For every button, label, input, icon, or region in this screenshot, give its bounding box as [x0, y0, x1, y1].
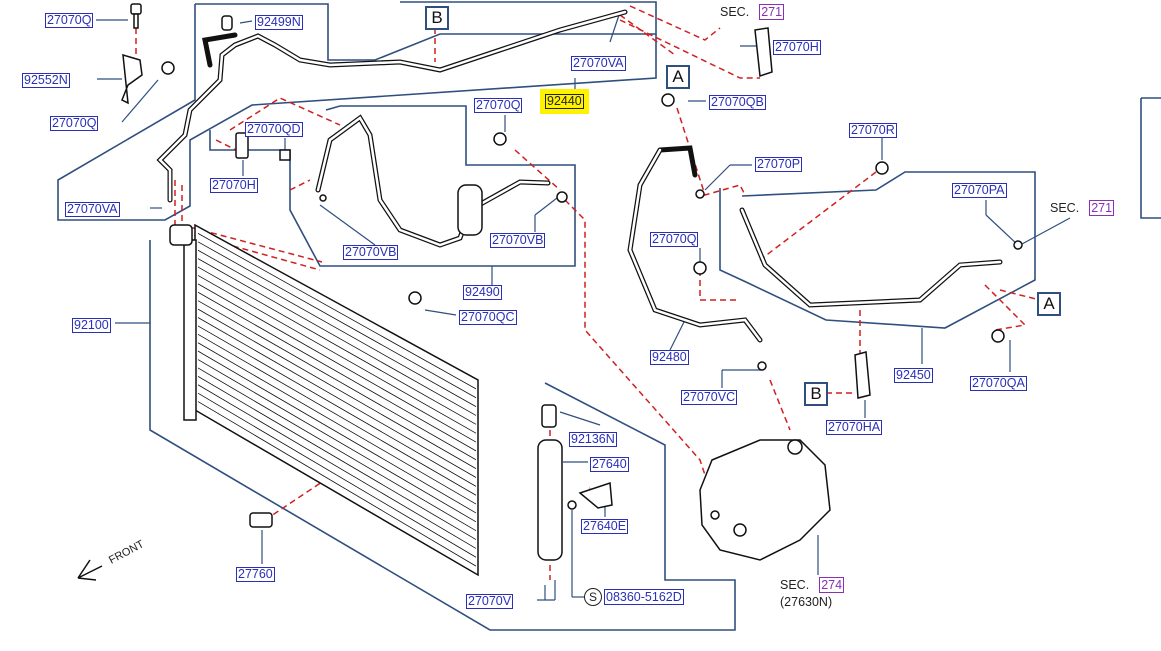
- condenser-fin: [197, 350, 477, 514]
- part-label[interactable]: 92136N: [569, 432, 617, 447]
- part-label[interactable]: 92490: [463, 285, 502, 300]
- part-label[interactable]: 27070PA: [952, 183, 1007, 198]
- compressor: [699, 439, 831, 561]
- part-label[interactable]: 27070P: [755, 157, 803, 172]
- condenser-fin: [197, 258, 477, 416]
- condenser-fin: [197, 241, 477, 399]
- small-parts: [121, 3, 1023, 528]
- condenser-fin: [197, 233, 477, 390]
- condenser: [169, 223, 479, 577]
- part-label[interactable]: 92499N: [255, 15, 303, 30]
- part-label[interactable]: 27070VB: [343, 245, 399, 260]
- part-label[interactable]: 92100: [72, 318, 111, 333]
- condenser-fin: [197, 300, 477, 461]
- sec-number[interactable]: 274: [819, 577, 845, 593]
- part-label[interactable]: 27640E: [581, 519, 629, 534]
- part-label[interactable]: 27070Q: [45, 13, 94, 28]
- ref-box-b: B: [804, 382, 828, 406]
- section-ref-274[interactable]: SEC. 274: [780, 577, 845, 593]
- outline-92440-top: [195, 1, 657, 61]
- part-label[interactable]: 27070H: [773, 40, 821, 55]
- part-label[interactable]: 27070VB: [490, 233, 546, 248]
- condenser-fin: [197, 283, 477, 443]
- part-label[interactable]: 92552N: [22, 73, 70, 88]
- part-label[interactable]: 92480: [650, 350, 689, 365]
- part-label-highlighted[interactable]: 92440: [545, 94, 584, 109]
- condenser-fin: [197, 384, 477, 549]
- part-label[interactable]: 27070V: [466, 594, 514, 609]
- part-label[interactable]: 08360-5162D: [604, 589, 684, 606]
- section-ref-sub: (27630N): [780, 595, 833, 609]
- outline-92100: [149, 240, 736, 631]
- condenser-fin: [197, 359, 477, 523]
- part-label[interactable]: 27760: [236, 567, 275, 582]
- ref-box-a: A: [1037, 292, 1061, 316]
- part-label[interactable]: 27070QA: [970, 376, 1027, 391]
- condenser-fin: [197, 392, 477, 558]
- outline-92490: [209, 105, 576, 267]
- part-label[interactable]: 27070HA: [826, 420, 883, 435]
- s-mark-icon: S: [584, 588, 602, 606]
- part-label[interactable]: 27070QC: [459, 310, 517, 325]
- ref-box-b: B: [425, 6, 449, 30]
- part-label[interactable]: 27070VC: [681, 390, 738, 405]
- group-outlines: [57, 1, 1161, 631]
- outline-92450: [719, 171, 1036, 329]
- sec-number[interactable]: 271: [759, 4, 785, 20]
- outline-partial-right: [1140, 97, 1161, 219]
- part-label[interactable]: 27070H: [210, 178, 258, 193]
- condenser-fin: [197, 376, 477, 540]
- condenser-fin: [197, 401, 477, 567]
- condenser-fin: [197, 308, 477, 469]
- condenser-fin: [197, 275, 477, 434]
- condenser-fin: [197, 333, 477, 496]
- sec-word: SEC.: [780, 578, 810, 592]
- condenser-fin: [197, 249, 477, 407]
- sec-number[interactable]: 271: [1089, 200, 1115, 216]
- dashed-connectors: [135, 5, 1041, 580]
- part-label[interactable]: 27070QB: [709, 95, 766, 110]
- outline-92440: [57, 4, 657, 221]
- condenser-fin: [197, 266, 477, 425]
- part-label[interactable]: 27070QD: [245, 122, 303, 137]
- condenser-fin: [197, 317, 477, 478]
- part-label[interactable]: 27070R: [849, 123, 897, 138]
- condenser-fin: [197, 291, 477, 452]
- section-ref-271[interactable]: SEC. 271: [720, 4, 785, 20]
- ref-box-a: A: [666, 65, 690, 89]
- part-label[interactable]: 27070Q: [474, 98, 523, 113]
- section-ref-271[interactable]: SEC. 271: [1050, 200, 1115, 216]
- pipes-inner: [158, 10, 1002, 342]
- receiver-drier: [537, 404, 613, 561]
- sec-word: SEC.: [1050, 201, 1080, 215]
- part-label[interactable]: 27640: [590, 457, 629, 472]
- condenser-fin: [197, 367, 477, 532]
- condenser-fin: [197, 342, 477, 505]
- condenser-fin: [197, 325, 477, 487]
- part-label[interactable]: 27070Q: [50, 116, 99, 131]
- sec-word: SEC.: [720, 5, 750, 19]
- part-label[interactable]: 27070Q: [650, 232, 699, 247]
- part-label[interactable]: 27070VA: [65, 202, 120, 217]
- front-arrow-icon: [77, 559, 103, 581]
- part-label[interactable]: 92450: [894, 368, 933, 383]
- part-label[interactable]: 27070VA: [571, 56, 626, 71]
- leader-lines: [96, 11, 1071, 601]
